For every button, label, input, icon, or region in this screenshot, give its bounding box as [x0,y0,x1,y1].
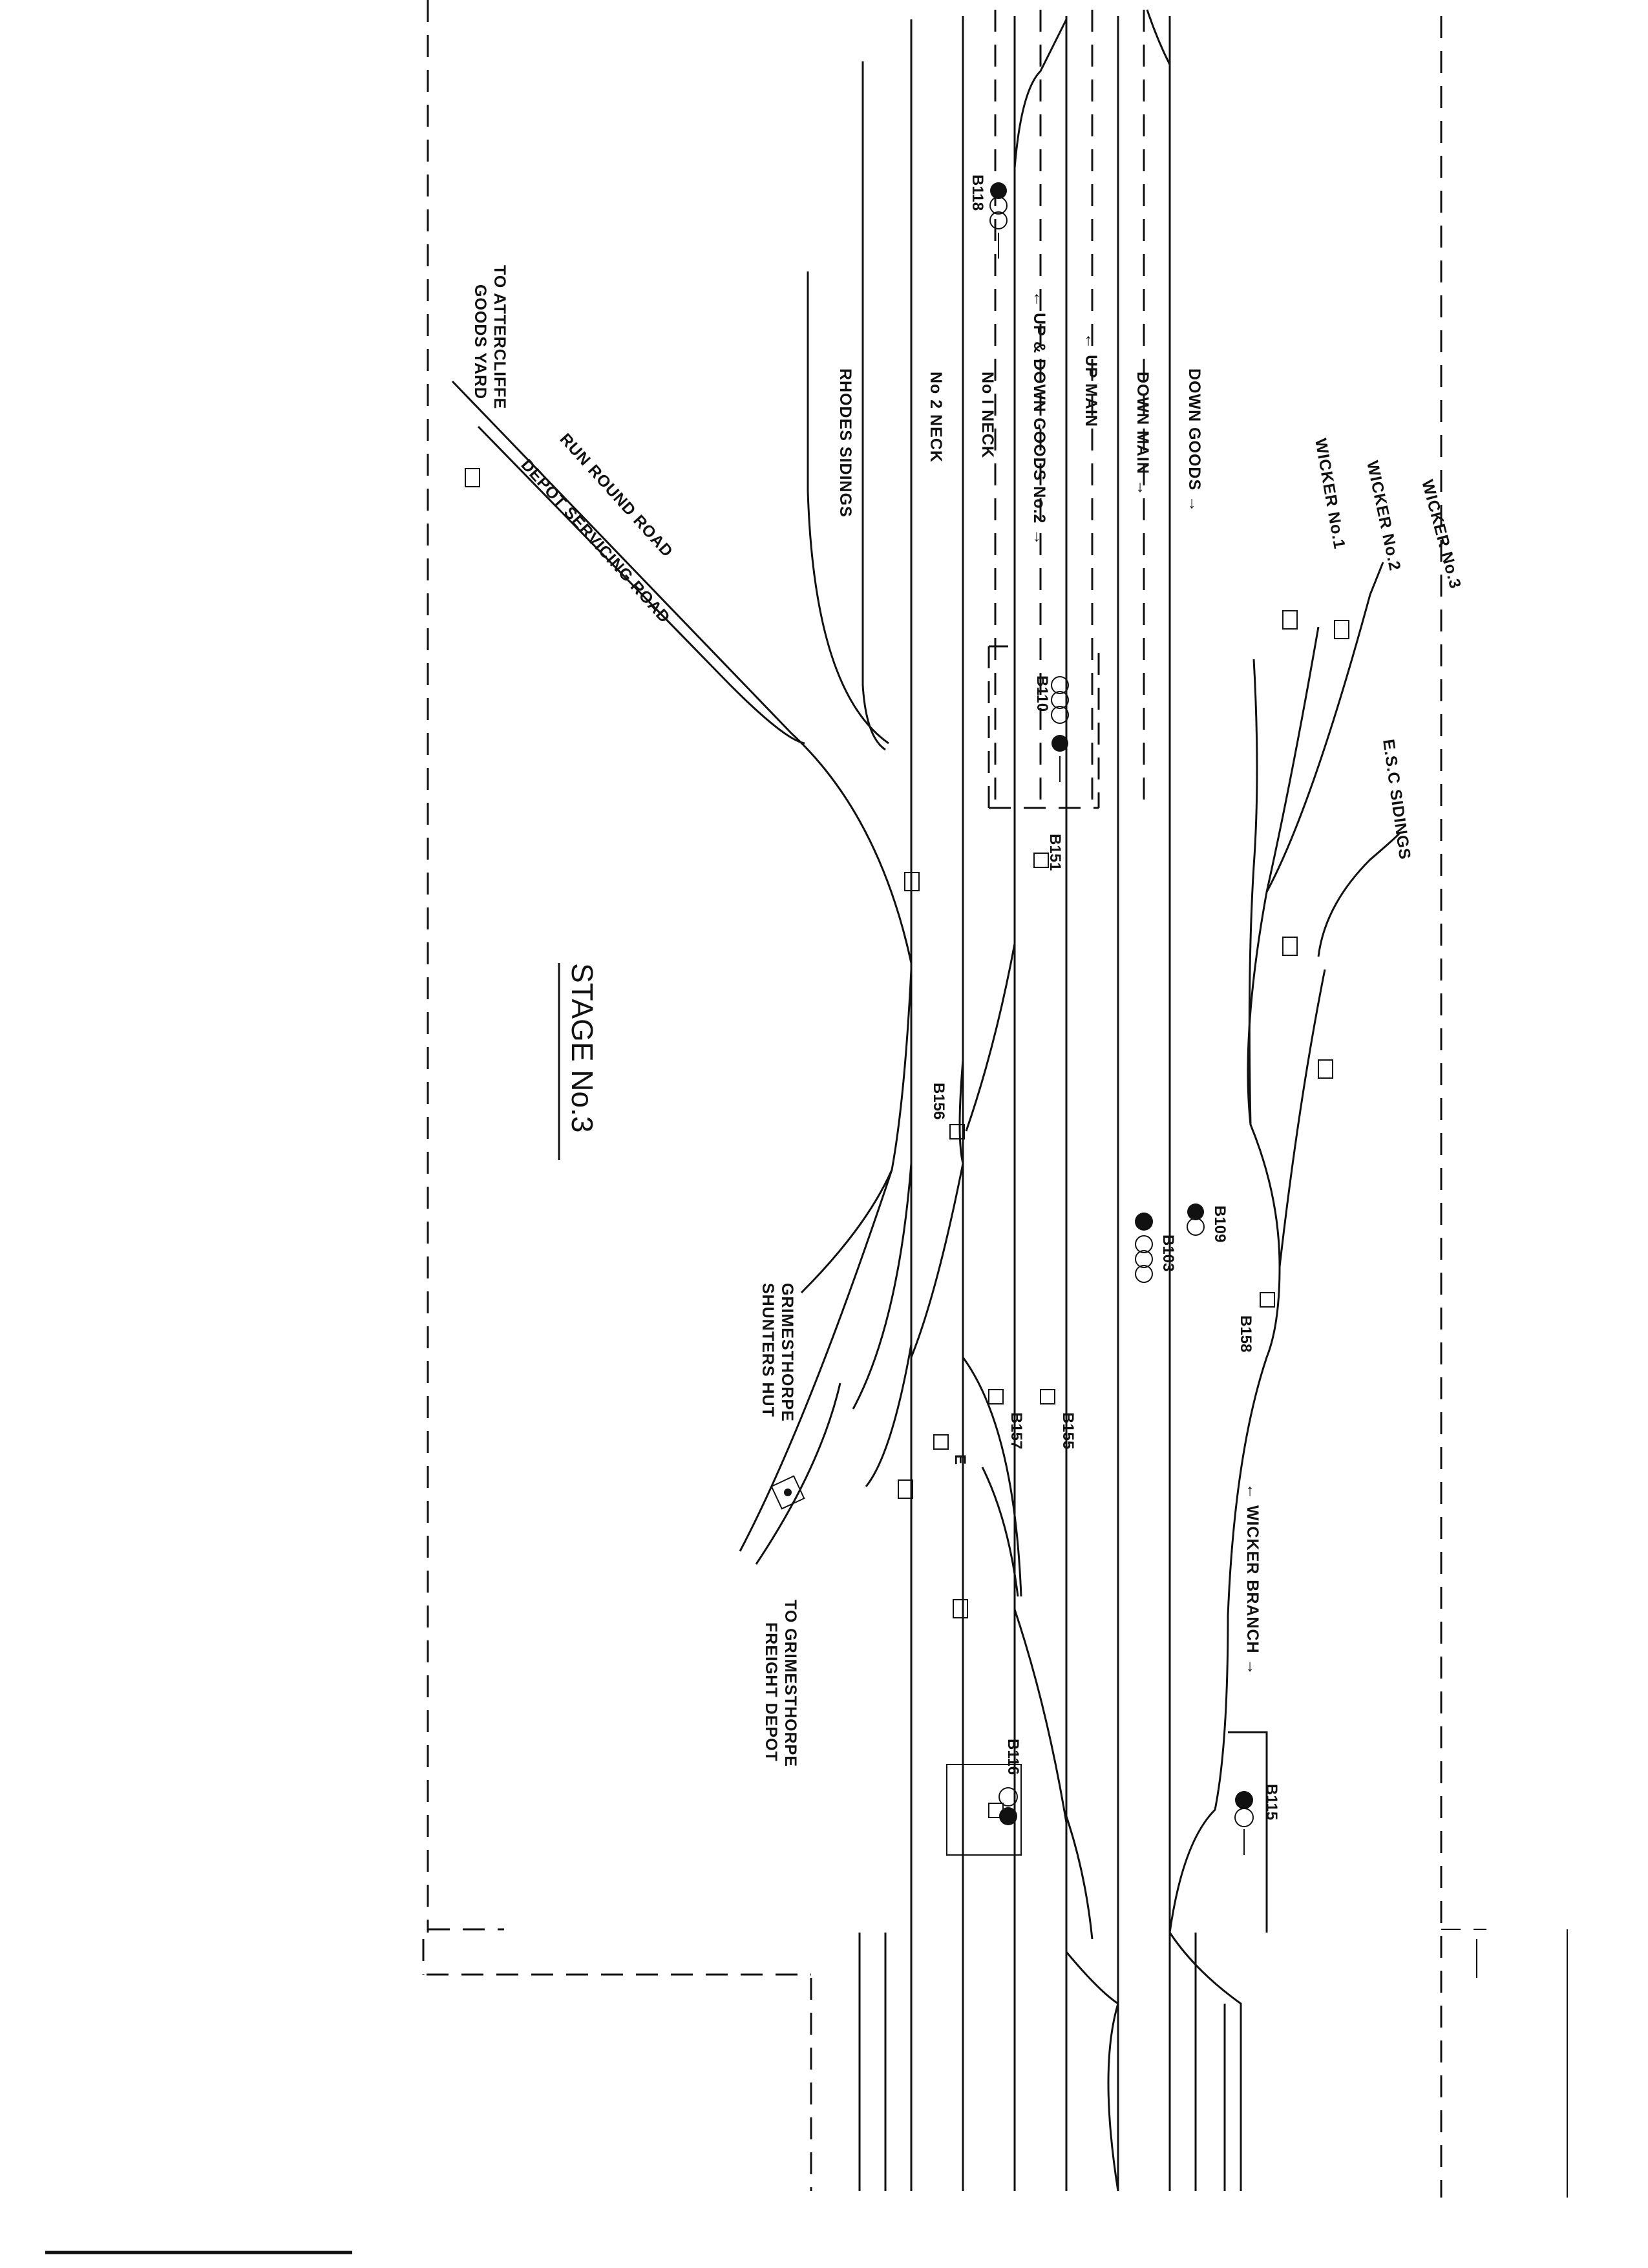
label-goods-no2: ← UP & DOWN GOODS No.2 → [1030,291,1048,546]
label-down-goods: DOWN GOODS → [1185,368,1203,513]
label-e: E [951,1454,969,1465]
signal-box-outline [946,1764,1022,1856]
label-esc-sidings: E.S.C SIDINGS [1379,738,1414,861]
label-down-main: DOWN MAIN → [1134,372,1152,496]
signal-e [933,1434,949,1450]
signal-b110 [1051,676,1069,782]
label-wicker-branch: ← WICKER BRANCH → [1243,1483,1262,1676]
signal-b151 [1033,853,1049,868]
run-round-road [451,380,913,964]
signal-b115 [1234,1791,1254,1855]
depot-servicing-road [477,425,805,745]
signal-b103 [1135,1213,1153,1283]
label-wicker-3: WICKER No.3 [1418,478,1464,591]
label-shunters-hut-1: GRIMESTHORPE [778,1283,796,1422]
label-freight-depot-2: FREIGHT DEPOT [762,1622,780,1762]
wicker-branch [1168,1266,1281,1933]
main-tracks [807,16,1171,2191]
signal-b109 [1187,1203,1205,1236]
shunters-hut [770,1475,805,1510]
label-up-main: ← UP MAIN [1082,333,1100,427]
page-title: STAGE No.3 [565,963,599,1132]
label-wicker-2: WICKER No.2 [1363,459,1404,573]
label-attercliffe-2: GOODS YARD [471,284,489,399]
boundary-lines [422,0,1568,2198]
stage-title: STAGE No.3 [558,963,599,1160]
label-wicker-1: WICKER No.1 [1311,437,1349,551]
signals [465,182,1349,1855]
label-b116: B116 [1004,1739,1022,1775]
label-attercliffe-1: TO ATTERCLIFFE [491,265,509,409]
signal-labels: B118 B110 B151 B156 B109 B103 B158 B155 … [930,175,1280,1820]
label-b103: B103 [1159,1235,1177,1271]
label-b157: B157 [1008,1412,1025,1449]
signal-b157 [988,1389,1004,1404]
label-shunters-hut-2: SHUNTERS HUT [759,1283,777,1417]
wicker-no2 [1247,626,1320,1125]
dashed-inner-lines [988,10,1145,809]
label-freight-depot-1: TO GRIMESTHORPE [781,1600,799,1767]
label-b118: B118 [969,175,986,211]
wicker-no3 [1265,562,1384,893]
label-b155: B155 [1059,1412,1077,1449]
signal-b116 [988,1787,1018,1825]
label-b151: B151 [1046,834,1064,871]
label-b115: B115 [1263,1784,1280,1820]
label-no1-neck: No I NECK [978,372,997,458]
wicker-no1 [1248,659,1281,1267]
signal-b158 [1260,1292,1275,1308]
label-b109: B109 [1211,1205,1229,1242]
signal-b155 [1040,1389,1055,1404]
rhodes-track [861,61,886,751]
label-b156: B156 [930,1083,947,1119]
label-rhodes-sidings: RHODES SIDINGS [836,368,854,518]
esc-sidings [1317,832,1400,957]
label-run-round-road: RUN ROUND ROAD [556,430,677,561]
label-no2-neck: No 2 NECK [927,372,945,463]
signal-b156 [949,1124,965,1139]
label-b158: B158 [1237,1315,1254,1352]
ground-signals [465,468,1349,1618]
label-b110: B110 [1033,675,1051,712]
signal-b118 [989,182,1008,259]
